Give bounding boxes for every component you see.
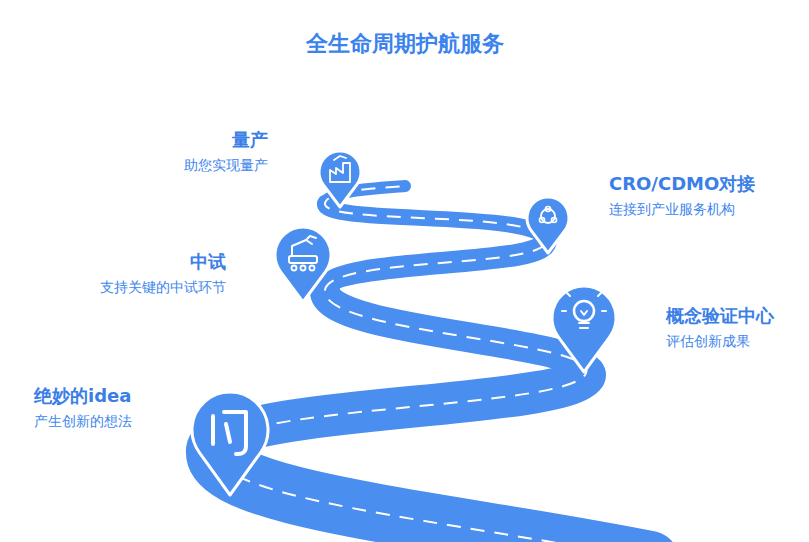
diagram-title: 全生命周期护航服务 [0,30,809,58]
stage-description: 助您实现量产 [184,156,268,174]
stage-node: CRO/CDMO对接连接到产业服务机构 [609,173,755,218]
road [215,186,650,542]
road-centerline [215,186,650,542]
stage-description: 评估创新成果 [666,332,774,350]
stage-description: 支持关键的中试环节 [100,278,226,296]
stage-node: 量产助您实现量产 [184,129,268,174]
stage-heading: CRO/CDMO对接 [609,173,755,195]
stage-heading: 中试 [100,251,226,273]
stage-node: 中试支持关键的中试环节 [100,251,226,296]
stage-description: 连接到产业服务机构 [609,200,755,218]
stage-node: 概念验证中心评估创新成果 [666,305,774,350]
stage-description: 产生创新的想法 [34,412,132,430]
stage-heading: 量产 [184,129,268,151]
stage-heading: 概念验证中心 [666,305,774,327]
map-pins [192,151,616,495]
stage-heading: 绝妙的idea [34,385,132,407]
pin-icons [213,156,606,454]
stage-node: 绝妙的idea 产生创新的想法 [34,385,132,430]
